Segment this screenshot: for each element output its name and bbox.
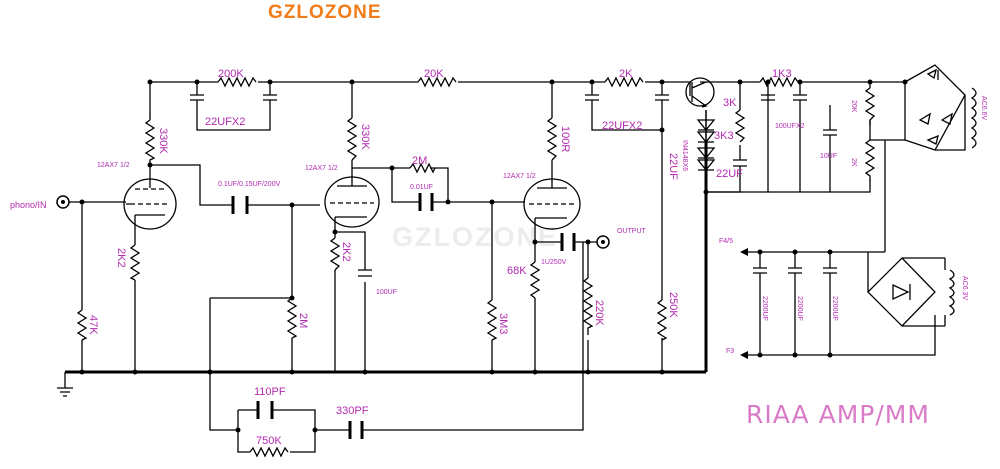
- label-2k: 2K: [619, 68, 633, 80]
- connectors: [56, 195, 748, 397]
- label-2200uf-a: 2200UF: [761, 296, 768, 321]
- label-2200uf-b: 2200UF: [796, 296, 803, 321]
- label-20k: 20K: [424, 68, 444, 80]
- resistor-68k: [529, 261, 541, 299]
- label-tube1: 12AX7 1/2: [97, 162, 130, 169]
- label-2k2-a: 2K2: [115, 248, 127, 268]
- regulator: [685, 77, 716, 180]
- label-220k: 220K: [593, 300, 605, 326]
- label-f-neg: F3: [726, 348, 734, 355]
- label-330k-b: 330K: [359, 124, 371, 150]
- resistor-2k-v: [864, 139, 876, 181]
- brand-logo: GZLOZONE: [268, 2, 382, 23]
- label-2m-top: 2M: [412, 155, 427, 167]
- label-f-pos: F4/5: [719, 238, 733, 245]
- label-330k-a: 330K: [157, 128, 169, 154]
- label-20k-v: 20K: [850, 100, 857, 113]
- resistor-2m: [286, 297, 298, 339]
- transformer-coil-bottom: [948, 269, 955, 316]
- tube-3: [523, 178, 581, 230]
- label-3k3: 3K3: [714, 130, 734, 142]
- label-ac-bottom: AC6.3V: [961, 276, 968, 300]
- diagram-title: RIAA AMP/MM: [746, 400, 930, 429]
- label-47k: 47K: [87, 315, 99, 335]
- label-3m3: 3M3: [497, 313, 509, 334]
- resistor-330k-a: [144, 119, 156, 165]
- bridge-rectifier-2: [892, 283, 911, 301]
- resistor-2k-top: [604, 76, 644, 88]
- transistor-icon: [685, 77, 715, 107]
- label-2m: 2M: [297, 313, 309, 328]
- bridge-rectifier-1: [918, 68, 953, 145]
- watermark: GZLOZONE: [392, 222, 558, 252]
- ground-icon: [57, 372, 73, 397]
- label-tube2: 12AX7 1/2: [305, 165, 338, 172]
- f-neg-arrow-icon: [740, 351, 748, 359]
- label-coupling1: 0.1UF/0.15UF/200V: [218, 181, 281, 188]
- resistors: [76, 76, 876, 458]
- label-330pf: 330PF: [336, 405, 369, 417]
- resistor-20k: [417, 76, 457, 88]
- label-ac-top: AC6.6V: [980, 96, 987, 120]
- wires: [65, 64, 966, 453]
- label-diodes: IN4148X6: [681, 140, 688, 171]
- label-3k: 3K: [723, 97, 737, 109]
- label-2200uf-c: 2200UF: [831, 296, 838, 321]
- label-22uf: 22UF: [716, 168, 743, 180]
- label-68k: 68K: [507, 265, 527, 277]
- junctions: [79, 79, 908, 433]
- resistor-2m-top: [409, 162, 436, 174]
- resistor-3m3: [486, 299, 498, 341]
- label-750k: 750K: [256, 435, 282, 447]
- resistor-220k: [582, 277, 594, 335]
- label-10uf: 10UF: [820, 153, 837, 160]
- label-200k: 200K: [218, 68, 244, 80]
- component-labels: 200K 22UFX2 20K 2K 22UFX2 1K3 330K 330K …: [10, 68, 987, 447]
- label-001uf: 0.01UF: [410, 184, 433, 191]
- label-1k3: 1K3: [772, 68, 792, 80]
- label-100ufx2: 100UFX2: [775, 123, 805, 130]
- label-100uf: 100UF: [376, 289, 397, 296]
- resistor-1k3: [759, 76, 799, 88]
- resistor-100r: [546, 117, 558, 161]
- transformer-coil-top: [970, 87, 977, 149]
- resistor-200k: [217, 76, 257, 88]
- label-1u250v: 1U250V: [541, 259, 567, 266]
- resistor-330k-b: [346, 117, 358, 161]
- resistor-2k2-a: [129, 244, 141, 281]
- label-110pf: 110PF: [254, 386, 286, 398]
- label-tube3: 12AX7 1/2: [503, 173, 536, 180]
- tube-2: [324, 176, 380, 228]
- resistor-20k-v: [864, 87, 876, 125]
- label-100r: 100R: [559, 126, 571, 152]
- label-22uf-v: 22UF: [667, 153, 679, 180]
- label-22ufx2-b: 22UFX2: [602, 120, 642, 132]
- tubes: [123, 176, 581, 230]
- resistor-3k: [734, 109, 746, 143]
- tube-1: [123, 178, 177, 230]
- label-2k-v: 2K: [850, 158, 857, 167]
- label-phono-in: phono/IN: [10, 200, 47, 210]
- label-2k2-b: 2K2: [340, 242, 352, 262]
- f-pos-arrow-icon: [740, 248, 748, 256]
- resistor-2k2-b: [329, 237, 341, 271]
- resistor-47k: [76, 309, 88, 341]
- label-22ufx2-a: 22UFX2: [205, 116, 245, 128]
- resistor-250k: [656, 299, 668, 341]
- label-output: OUTPUT: [617, 228, 647, 235]
- capacitors: [190, 94, 837, 439]
- label-250k: 250K: [667, 292, 679, 318]
- resistor-750k: [249, 446, 289, 458]
